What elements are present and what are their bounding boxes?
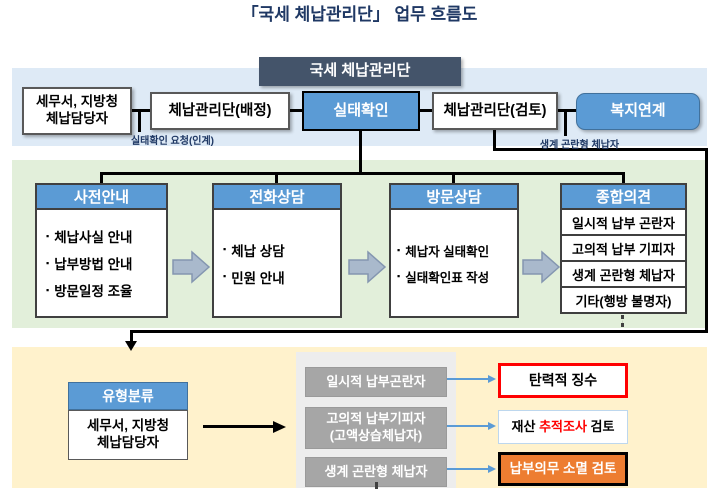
- type-box-intentional: 고의적 납부기피자 (고액상습체납자): [305, 407, 447, 449]
- down-arrow-icon: [125, 341, 137, 351]
- connector-line: [290, 109, 302, 112]
- action-asset-trace-post: 검토: [586, 418, 615, 434]
- list-item: ▪체납자 실태확인: [397, 244, 490, 259]
- connector-line: [132, 109, 150, 112]
- opinion-row: 고의적 납부 기피자: [560, 234, 687, 262]
- column-body-visit: ▪체납자 실태확인 ▪실태확인표 작성: [389, 208, 519, 318]
- tick-line: [564, 110, 567, 136]
- column-header-phone: 전화상담: [212, 183, 342, 210]
- annotation-hardship: 생계 곤란형 체납자: [539, 140, 620, 151]
- classify-body: 세무서, 지방청 체납담당자: [68, 410, 188, 460]
- ellipsis-icon: [621, 315, 624, 327]
- action-asset-trace-highlight: 추적조사: [539, 418, 587, 434]
- action-asset-trace-pre: 재산: [511, 418, 540, 434]
- classify-arrow-line: [203, 425, 275, 428]
- type-arrow-line: [447, 468, 489, 470]
- blue-arrow-icon: [488, 464, 496, 473]
- type-box-temporary: 일시적 납부곤란자: [305, 367, 447, 397]
- list-item: ▪방문일정 조율: [46, 284, 133, 299]
- node-tax-office: 세무서, 지방청 체납담당자: [22, 87, 132, 135]
- action-elastic-collection: 탄력적 징수: [498, 363, 628, 398]
- review-flow-line-h2: [130, 330, 708, 333]
- distribution-line: [100, 172, 625, 175]
- review-flow-line-v2: [705, 148, 708, 333]
- column-body-phone: ▪체납 상담 ▪민원 안내: [212, 208, 342, 318]
- type-arrow-line: [447, 425, 489, 427]
- column-header-visit: 방문상담: [389, 183, 519, 210]
- flow-line-main: [359, 131, 362, 175]
- review-flow-line-v3: [130, 330, 133, 342]
- action-obligation-extinction: 납부의무 소멸 검토: [498, 452, 628, 486]
- block-arrow-right-icon: [522, 250, 561, 284]
- classify-header: 유형분류: [68, 382, 188, 410]
- blue-arrow-icon: [488, 374, 496, 383]
- right-arrow-icon: [273, 420, 286, 433]
- block-arrow-right-icon: [348, 250, 387, 284]
- tick-col2: [275, 172, 278, 185]
- list-item: ▪납부방법 안내: [46, 257, 133, 272]
- bullet-icon: ▪: [46, 257, 50, 268]
- tick-col3: [452, 172, 455, 185]
- list-item: ▪민원 안내: [223, 270, 285, 286]
- column-body-opinion: 일시적 납부 곤란자 고의적 납부 기피자 생계 곤란형 체납자 기타(행방 불…: [560, 208, 687, 314]
- list-item: ▪체납사실 안내: [46, 230, 133, 245]
- list-item: ▪실태확인표 작성: [397, 270, 490, 285]
- tick-line: [138, 110, 141, 132]
- node-assign: 체납관리단(배정): [150, 92, 290, 130]
- node-status-check: 실태확인: [302, 91, 420, 131]
- action-asset-trace: 재산 추적조사 검토: [498, 410, 628, 444]
- node-review: 체납관리단(검토): [432, 92, 558, 130]
- block-arrow-right-icon: [172, 250, 211, 284]
- type-arrow-line: [447, 378, 489, 380]
- ellipsis-icon: [375, 482, 378, 488]
- column-body-preinfo: ▪체납사실 안내 ▪납부방법 안내 ▪방문일정 조율: [35, 208, 168, 318]
- bullet-icon: ▪: [397, 244, 401, 255]
- opinion-row: 생계 곤란형 체납자: [560, 260, 687, 288]
- bullet-icon: ▪: [223, 244, 227, 254]
- page-title: 「국세 체납관리단」 업무 흐름도: [241, 5, 478, 24]
- node-welfare: 복지연계: [576, 93, 700, 130]
- tick-col1: [100, 172, 103, 185]
- annotation-request: 실태확인 요청(인계): [130, 136, 215, 147]
- bullet-icon: ▪: [397, 270, 401, 281]
- review-flow-line-v1: [493, 130, 496, 151]
- bullet-icon: ▪: [46, 230, 50, 241]
- connector-line: [558, 109, 576, 112]
- column-header-opinion: 종합의견: [560, 183, 687, 210]
- list-item: ▪체납 상담: [223, 243, 285, 259]
- connector-line: [420, 109, 432, 112]
- opinion-row: 기타(행방 불명자): [560, 286, 687, 314]
- team-header: 국세 체납관리단: [259, 57, 461, 86]
- blue-arrow-icon: [488, 421, 496, 430]
- bullet-icon: ▪: [46, 284, 50, 295]
- review-flow-line-h1: [493, 148, 708, 151]
- opinion-row: 일시적 납부 곤란자: [560, 208, 687, 236]
- tick-col4: [622, 172, 625, 185]
- bullet-icon: ▪: [223, 271, 227, 281]
- column-header-preinfo: 사전안내: [35, 183, 168, 210]
